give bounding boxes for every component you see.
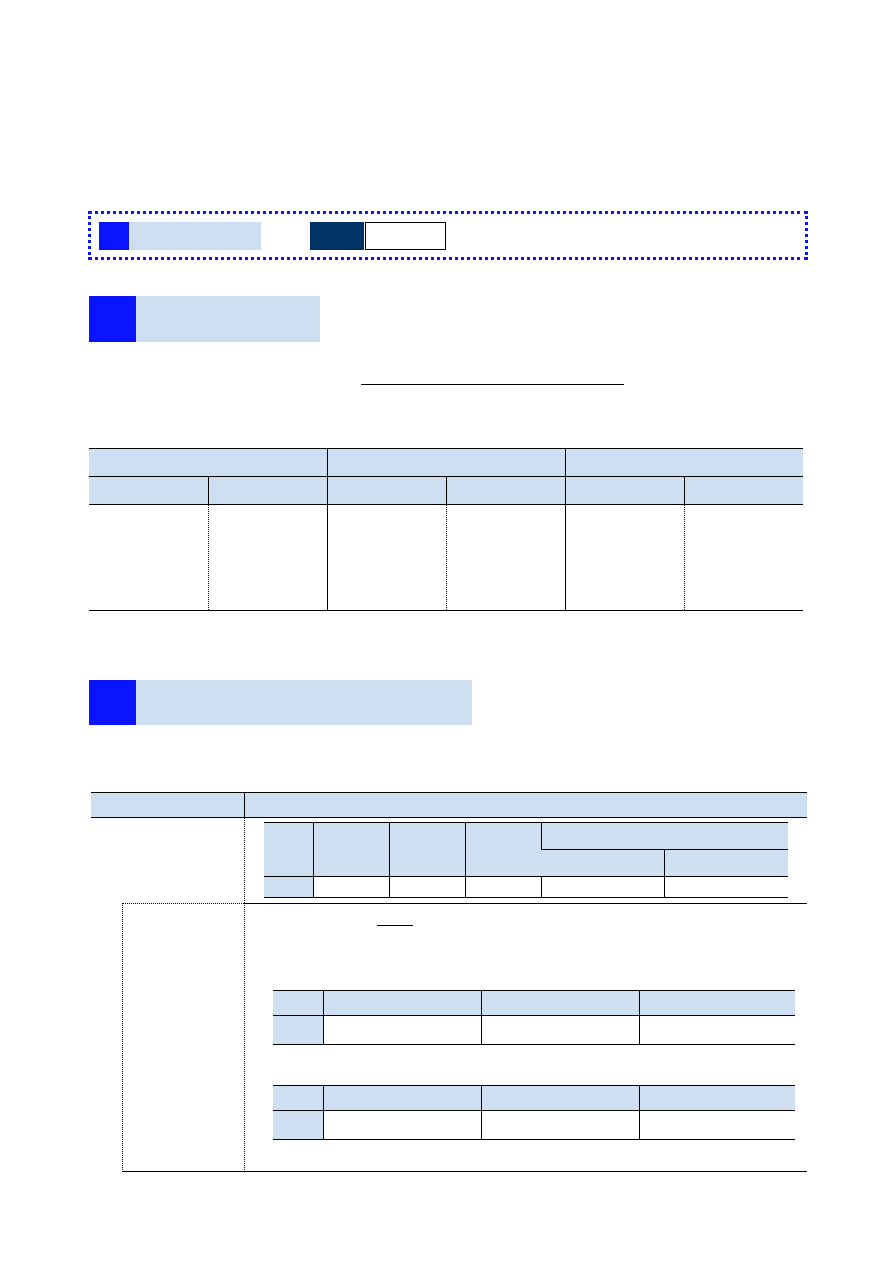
column-header [481,1085,640,1111]
row2-left-border [122,903,123,1172]
sub-header [89,476,208,505]
row2-divider [244,903,245,1172]
table-cell [207,504,327,611]
group-header [326,448,565,477]
sub-header [207,476,327,505]
section1-table [89,448,803,611]
table-cell [465,876,542,898]
row1-label [91,817,244,902]
row-separator [244,903,807,904]
table-cell [639,1015,795,1045]
sub-header [445,476,565,505]
table-cell [89,504,208,611]
table-row [273,1110,795,1140]
inner-header [541,822,788,850]
table-cell [264,876,314,898]
inner-header [465,822,542,877]
row2-underlined-text [377,913,413,925]
column-header [244,792,807,818]
banner-tag-label [310,222,364,250]
banner-marker [99,222,129,250]
small-table-2 [273,1085,795,1140]
table-cell [639,1110,795,1140]
table-row [273,1015,795,1045]
column-header [323,1085,482,1111]
inner-sub-header [664,849,788,877]
inner-header [313,822,390,877]
row2-label [123,904,244,1171]
row2-top-rule [122,903,244,904]
inner-header [264,822,314,877]
column-header [481,990,640,1016]
column-header [323,990,482,1016]
inner-header [389,822,466,877]
column-header [91,792,245,818]
banner-title [129,222,261,250]
column-header [273,990,324,1016]
table-cell [326,504,446,611]
table-cell [323,1110,482,1140]
header-banner [88,211,808,260]
sub-header [683,476,803,505]
small-table-1 [273,990,795,1045]
table-cell [323,1015,482,1045]
table-cell [683,504,803,611]
table-row [264,876,788,898]
table-cell [389,876,466,898]
column-header [273,1085,324,1111]
section2-number [89,680,136,725]
row1-divider [244,817,245,903]
row2-underline [377,925,413,926]
table-bottom-rule [122,1171,807,1172]
group-header [564,448,803,477]
section1-underline [361,384,624,385]
table-cell [540,876,665,898]
inner-sub-header [541,849,665,877]
table-cell [445,504,565,611]
sub-header [326,476,446,505]
table-cell [273,1110,324,1140]
section2-title [136,680,472,725]
table-cell [313,876,390,898]
table-cell [273,1015,324,1045]
section2-table-header [91,792,807,818]
section1-title [136,296,320,342]
column-header [639,1085,795,1111]
table-cell [481,1015,640,1045]
table-row [89,504,803,611]
sub-header [564,476,684,505]
section1-underlined-text [361,370,624,384]
inner-table [264,822,788,898]
column-header [639,990,795,1016]
table-cell [664,876,788,898]
group-header [89,448,327,477]
table-cell [481,1110,640,1140]
banner-tag-value [365,222,446,250]
section1-number [89,296,136,342]
table-cell [564,504,684,611]
